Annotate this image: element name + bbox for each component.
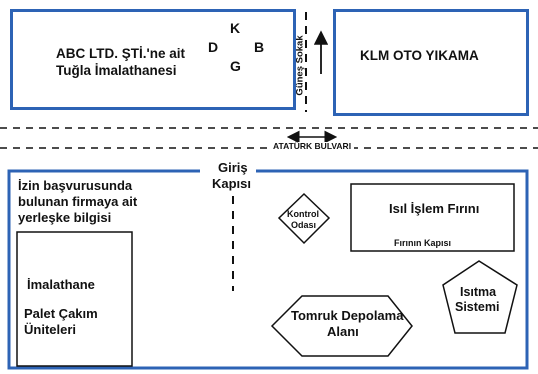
abc-plot [10,9,296,110]
furnace-label: Isıl İşlem Fırını [389,201,480,216]
compass-west: D [208,39,219,55]
gate-label-line2: Kapısı [212,176,252,191]
klm-plot-name: KLM OTO YIKAMA [360,48,479,63]
pallet-units-line2: Üniteleri [24,322,77,337]
site-info-line2: bulunan firmaya ait [18,194,138,209]
log-storage-label-line1: Tomruk Depolama [291,308,404,323]
site-boundary [7,169,529,370]
site-info-line3: yerleşke bilgisi [18,210,112,225]
compass-south: G [230,58,241,74]
factory-label: İmalathane [27,277,95,292]
abc-plot-name: ABC LTD. ŞTİ.'ne ait [56,46,185,61]
log-storage-label-line2: Alanı [327,324,359,339]
heating-system-pentagon [442,260,518,334]
log-storage-hexagon [270,295,413,357]
control-room-diamond [277,192,331,245]
pallet-units-line1: Palet Çakım [24,306,98,321]
side-street-label: Güneş Sokak [294,35,306,96]
compass-north: K [230,20,241,36]
boulevard-label: ATATÜRK BULVARI [270,141,355,152]
heating-system-label-line2: Sistemi [455,300,500,314]
gate-label-line1: Giriş [218,160,248,175]
control-room-label-line2: Odası [291,220,317,230]
compass-east: B [254,39,265,55]
control-room-label-line1: Kontrol [287,209,319,219]
abc-plot-subtitle: Tuğla İmalathanesi [56,63,177,78]
site-info-line1: İzin başvurusunda [18,178,133,193]
heating-system-label-line1: Isıtma [460,285,497,299]
klm-plot [333,9,529,116]
furnace-door-label: Fırının Kapısı [392,238,454,249]
factory-building [16,231,133,367]
